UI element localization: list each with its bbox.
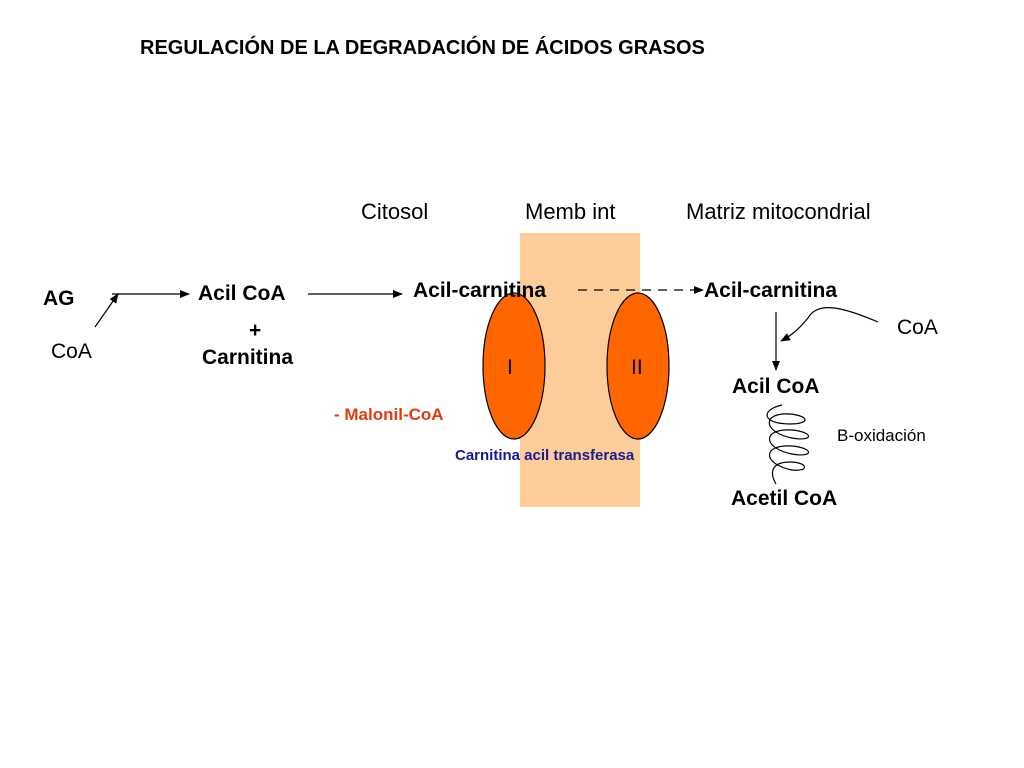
inhibitor-label: - Malonil-CoA: [334, 405, 444, 424]
node-acil-carnitina-matrix: Acil-carnitina: [704, 279, 838, 302]
node-plus: +: [249, 319, 262, 342]
node-acetil-coa: Acetil CoA: [731, 487, 838, 510]
region-label-membrane: Memb int: [525, 199, 616, 224]
node-coa-right: CoA: [897, 316, 938, 339]
region-label-matrix: Matriz mitocondrial: [686, 199, 871, 224]
node-coa-left: CoA: [51, 340, 92, 363]
node-acil-coa-matrix: Acil CoA: [732, 375, 820, 398]
enzyme-unit-2-label: II: [631, 356, 643, 379]
node-ag: AG: [43, 287, 75, 310]
arrow-coa-in: [94, 293, 119, 328]
enzyme-name-label: Carnitina acil transferasa: [455, 447, 635, 464]
node-carnitina: Carnitina: [202, 346, 294, 369]
arrow-coa-curve: [780, 307, 879, 342]
node-beta-oxidation: B-oxidación: [837, 426, 926, 445]
beta-oxidation-spiral: [766, 404, 810, 485]
enzyme-unit-1-label: I: [507, 356, 513, 379]
page-title: REGULACIÓN DE LA DEGRADACIÓN DE ÁCIDOS G…: [140, 37, 705, 59]
enzyme-unit-1-shape: [482, 292, 546, 440]
enzyme-unit-2-shape: [606, 292, 670, 440]
region-label-cytosol: Citosol: [361, 199, 429, 224]
node-acil-coa-cytosol: Acil CoA: [198, 282, 286, 305]
node-acil-carnitina-cytosol: Acil-carnitina: [413, 279, 547, 302]
